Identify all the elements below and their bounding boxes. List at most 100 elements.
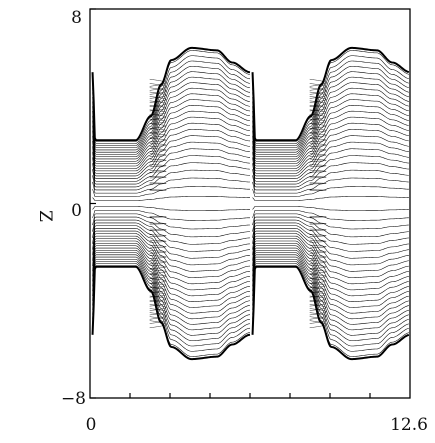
flux-curve-lip — [309, 300, 327, 307]
flux-curve — [92, 155, 251, 185]
flux-curve — [92, 265, 251, 357]
flux-curve — [252, 71, 409, 151]
flux-curve-lip — [309, 245, 327, 249]
flux-curve — [252, 50, 409, 142]
flux-curve-lip — [309, 78, 327, 87]
flux-curve-lip — [149, 118, 167, 125]
flux-curve — [252, 55, 409, 144]
flux-curve — [252, 116, 409, 169]
flux-curve — [92, 254, 251, 331]
flux-curve — [92, 169, 251, 191]
flux-curve-lip — [149, 148, 167, 152]
flux-curve-lip — [309, 109, 327, 116]
flux-curve — [252, 155, 409, 185]
flux-curve — [252, 230, 409, 272]
flux-curve-lip — [309, 170, 327, 173]
flux-curve — [252, 252, 409, 325]
flux-curve-lip — [149, 282, 167, 289]
flux-curve — [92, 256, 251, 336]
flux-curve — [252, 196, 409, 201]
flux-curve — [92, 213, 251, 230]
flux-curve-lip — [309, 228, 327, 231]
flux-curve — [92, 50, 251, 142]
flux-curve-lip — [149, 109, 167, 116]
flux-curve — [252, 228, 409, 266]
flux-curve — [252, 258, 409, 341]
flux-curve — [92, 87, 251, 157]
boundary-curve — [91, 46, 251, 142]
flux-curve-lip — [149, 170, 167, 173]
flux-curve-lip — [149, 78, 167, 87]
flux-curve-lip — [149, 304, 167, 311]
flux-curve — [92, 261, 251, 347]
flux-curve — [252, 162, 409, 188]
flux-curve-lip — [149, 255, 167, 259]
flux-curve-lip — [149, 250, 167, 254]
flux-curve — [252, 93, 409, 160]
flux-curve — [92, 186, 251, 197]
flux-curve-lip — [309, 216, 327, 218]
flux-curve — [252, 238, 409, 291]
flux-curve-lip — [309, 295, 327, 302]
flux-curve — [92, 210, 251, 221]
flux-curve — [252, 76, 409, 153]
y-tick-label-top: 8 — [71, 8, 82, 28]
flux-curve-lip — [309, 222, 327, 225]
flux-curve-lip — [309, 260, 327, 264]
flux-curve-lip — [309, 255, 327, 259]
flux-curve-lip — [149, 245, 167, 249]
flux-curve — [92, 141, 251, 179]
flux-curve-lip — [149, 189, 167, 191]
flux-curve — [92, 76, 251, 153]
tick-marks — [90, 8, 371, 399]
flux-curve-lip — [309, 264, 327, 269]
flux-curve — [92, 235, 251, 285]
y-axis-label: Z — [35, 210, 55, 222]
flux-curve-lip — [309, 287, 327, 293]
flux-curve — [252, 225, 409, 259]
flux-curve — [252, 263, 409, 352]
flux-curve-lip — [149, 176, 167, 179]
flux-curve-lip — [149, 260, 167, 264]
flux-curve-lip — [149, 216, 167, 218]
flux-curve-lip — [149, 222, 167, 225]
flux-curve — [92, 93, 251, 160]
flux-curve-lip — [149, 264, 167, 269]
flux-curve-lip — [309, 239, 327, 243]
flux-curve — [252, 243, 409, 302]
flux-curve-lip — [309, 282, 327, 289]
flux-curve-lip — [309, 304, 327, 311]
flux-curve — [252, 250, 409, 320]
y-tick-label-bottom: −8 — [61, 389, 86, 409]
flux-curve — [92, 116, 251, 169]
flux-curve — [252, 169, 409, 191]
flux-curve — [252, 265, 409, 357]
flux-curve — [252, 105, 409, 164]
flux-curve — [92, 219, 251, 245]
flux-curve — [252, 222, 409, 252]
flux-curve — [252, 235, 409, 285]
flux-curve — [252, 186, 409, 197]
flux-curve — [252, 129, 409, 174]
boundary-curve — [251, 46, 410, 142]
flux-curve — [92, 238, 251, 291]
flux-curve — [92, 66, 251, 149]
flux-curve-lip — [309, 105, 327, 112]
flux-curve — [92, 177, 251, 194]
flux-curve — [252, 213, 409, 230]
flux-curve — [252, 177, 409, 194]
flux-curve — [252, 254, 409, 331]
flux-curve-lip — [309, 291, 327, 298]
flux-curve — [92, 135, 251, 177]
flux-curve — [92, 196, 251, 201]
flux-curve — [92, 263, 251, 352]
flux-curve — [92, 122, 251, 172]
flux-curve-lip — [149, 234, 167, 237]
flux-curve — [252, 219, 409, 245]
boundary-curve — [251, 265, 410, 361]
flux-curve-lip — [149, 105, 167, 112]
x-tick-label-right: 12.6 — [390, 415, 428, 435]
flux-curve — [92, 258, 251, 341]
flux-curve — [92, 206, 251, 211]
